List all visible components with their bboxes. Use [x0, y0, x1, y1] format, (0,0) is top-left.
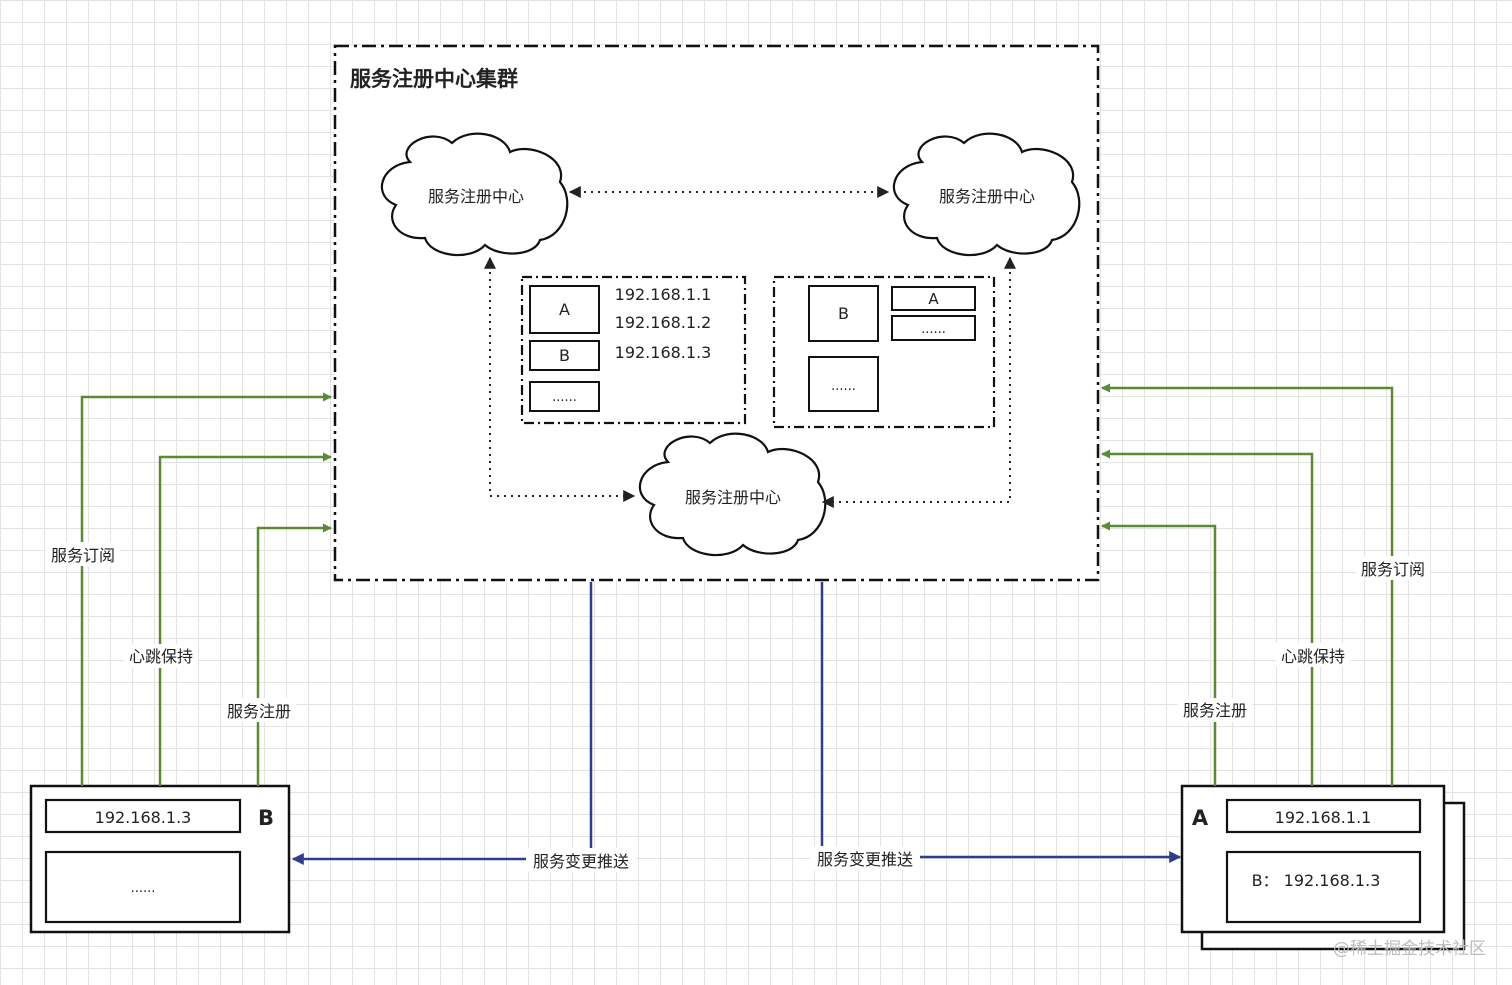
service-entry-label: B — [838, 304, 849, 323]
right-client-links: 服务订阅 心跳保持 服务注册 — [1101, 383, 1430, 786]
registry-node-left[interactable]: 服务注册中心 — [380, 132, 569, 257]
local-cache-box — [1225, 850, 1422, 924]
registry-node-label: 服务注册中心 — [685, 488, 781, 507]
registry-node-label: 服务注册中心 — [428, 187, 524, 206]
heartbeat-label: 心跳保持 — [1281, 647, 1345, 666]
service-a-box[interactable]: A 192.168.1.1 B： 192.168.1.3 — [1180, 784, 1466, 951]
table-border — [520, 275, 747, 425]
service-entry-a — [891, 286, 976, 311]
sync-link-left — [484, 256, 636, 502]
cloud-icon — [380, 132, 569, 257]
service-entry-label: B — [559, 346, 570, 365]
service-entry-b — [529, 340, 600, 371]
local-cache: B： 192.168.1.3 — [1252, 871, 1381, 890]
registry-node-label: 服务注册中心 — [939, 187, 1035, 206]
service-entry-more — [529, 381, 600, 412]
push-link-right — [820, 582, 1182, 863]
service-entry-more — [891, 315, 976, 341]
service-name: A — [1192, 806, 1209, 830]
instance-ip-box — [1225, 798, 1422, 834]
service-entry-label: A — [928, 290, 939, 308]
subscribe-link — [80, 392, 332, 786]
heartbeat-link — [158, 452, 332, 786]
heartbeat-link — [1101, 449, 1314, 786]
service-b-box[interactable]: 192.168.1.3 B ...... — [29, 784, 291, 934]
cloud-icon — [892, 132, 1081, 257]
local-cache: ...... — [131, 881, 156, 896]
local-cache-box — [44, 850, 242, 924]
push-label: 服务变更推送 — [533, 852, 629, 871]
register-label: 服务注册 — [227, 702, 291, 721]
register-link — [1101, 521, 1217, 786]
service-entry-label: ...... — [831, 379, 856, 394]
cloud-icon — [638, 432, 827, 557]
registry-table-left: A B ...... 192.168.1.1 192.168.1.2 192.1… — [520, 275, 747, 425]
table-border — [772, 275, 996, 429]
subscribe-label: 服务订阅 — [1361, 560, 1425, 579]
registry-node-bottom[interactable]: 服务注册中心 — [638, 432, 827, 557]
push-links: 服务变更推送 服务变更推送 — [291, 582, 1182, 872]
watermark: @稀土掘金技术社区 — [1333, 939, 1486, 959]
registry-sync-links — [484, 186, 1016, 508]
registry-node-right[interactable]: 服务注册中心 — [892, 132, 1081, 257]
instance-ip: 192.168.1.3 — [615, 343, 712, 362]
left-client-links: 服务订阅 心跳保持 服务注册 — [46, 392, 332, 786]
register-label: 服务注册 — [1183, 701, 1247, 720]
service-entry-b — [808, 285, 879, 342]
subscribe-link — [1101, 383, 1394, 786]
heartbeat-label: 心跳保持 — [129, 647, 193, 666]
service-name: B — [258, 806, 274, 830]
service-entry-label: A — [559, 300, 570, 319]
instance-ip: 192.168.1.1 — [1275, 808, 1372, 827]
register-link — [256, 523, 332, 786]
push-label: 服务变更推送 — [817, 850, 913, 869]
service-entry-more — [808, 356, 879, 412]
registry-table-right: B A ...... ...... — [772, 275, 996, 429]
instance-ip: 192.168.1.1 — [615, 285, 712, 304]
instance-ip: 192.168.1.2 — [615, 313, 712, 332]
instance-ip: 192.168.1.3 — [95, 808, 192, 827]
instance-ip-box — [44, 798, 242, 834]
subscribe-label: 服务订阅 — [51, 546, 115, 565]
cluster-title: 服务注册中心集群 — [350, 67, 518, 91]
service-entry-a — [529, 285, 600, 334]
service-entry-label: ...... — [921, 322, 946, 337]
push-link-left — [291, 582, 593, 865]
service-entry-label: ...... — [552, 390, 577, 405]
